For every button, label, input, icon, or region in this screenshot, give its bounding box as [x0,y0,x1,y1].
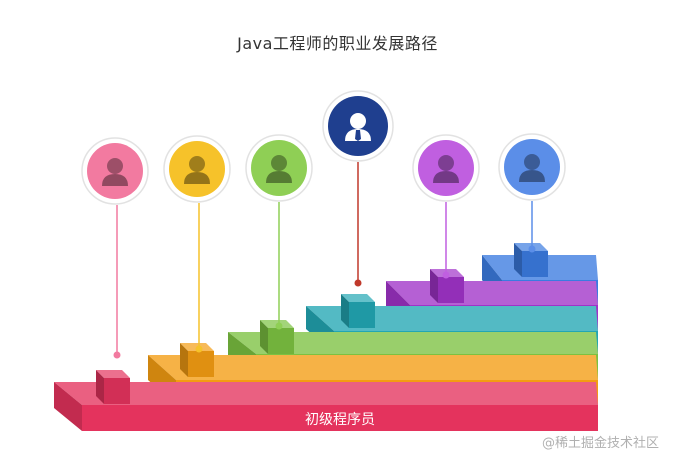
watermark: @稀土掘金技术社区 [541,436,659,451]
cube-side [180,343,188,377]
avatar-1 [81,137,149,205]
avatar-2 [163,135,231,203]
connector-pin [442,271,450,279]
step-top-face [54,382,598,405]
cube-side [430,269,438,303]
cube-side [260,320,268,354]
step-top-face [386,281,598,305]
icon-body [102,174,128,186]
icon-head [350,113,366,129]
icon-head [189,156,205,172]
avatar-3 [245,134,313,202]
avatar-5 [412,134,480,202]
diagram-title: Java工程师的职业发展路径 [237,34,438,53]
step-1: 初级程序员 [54,382,598,431]
cube-front [522,251,548,277]
cube-front [268,328,294,354]
connector-pin [195,345,203,353]
icon-body [184,172,210,184]
cube-4 [341,294,375,328]
tie-icon [355,130,361,141]
step-front-face [82,405,598,431]
cube-side [96,370,104,404]
cube-1 [96,370,130,404]
cube-side [514,243,522,277]
cube-front [188,351,214,377]
step-top-face [228,332,598,354]
cube-3 [260,320,294,354]
icon-body [266,171,292,183]
person-icon [519,154,545,182]
avatar-6 [498,133,566,201]
avatar-4 [322,90,394,162]
step-label: 初级程序员 [305,411,375,428]
cube-top [96,370,130,378]
businessman-icon [345,113,371,141]
person-icon [266,155,292,183]
icon-head [524,154,540,170]
cube-side [341,294,349,328]
cube-top [341,294,375,302]
person-icon [184,156,210,184]
icon-head [271,155,287,171]
connector-pin [275,322,283,330]
connector-pin [528,245,536,253]
cube-front [104,378,130,404]
icon-body [519,170,545,182]
connector-pin [354,279,362,287]
cube-front [349,302,375,328]
icon-head [107,158,123,174]
connector-pin [113,351,121,359]
businesswoman-icon [433,155,459,183]
icon-body [433,171,459,183]
cube-6 [514,243,548,277]
step-top-face [306,306,598,331]
step-top-face [148,355,598,380]
step-side-face [54,382,82,431]
cube-front [438,277,464,303]
icon-head [438,155,454,171]
person-icon [102,158,128,186]
